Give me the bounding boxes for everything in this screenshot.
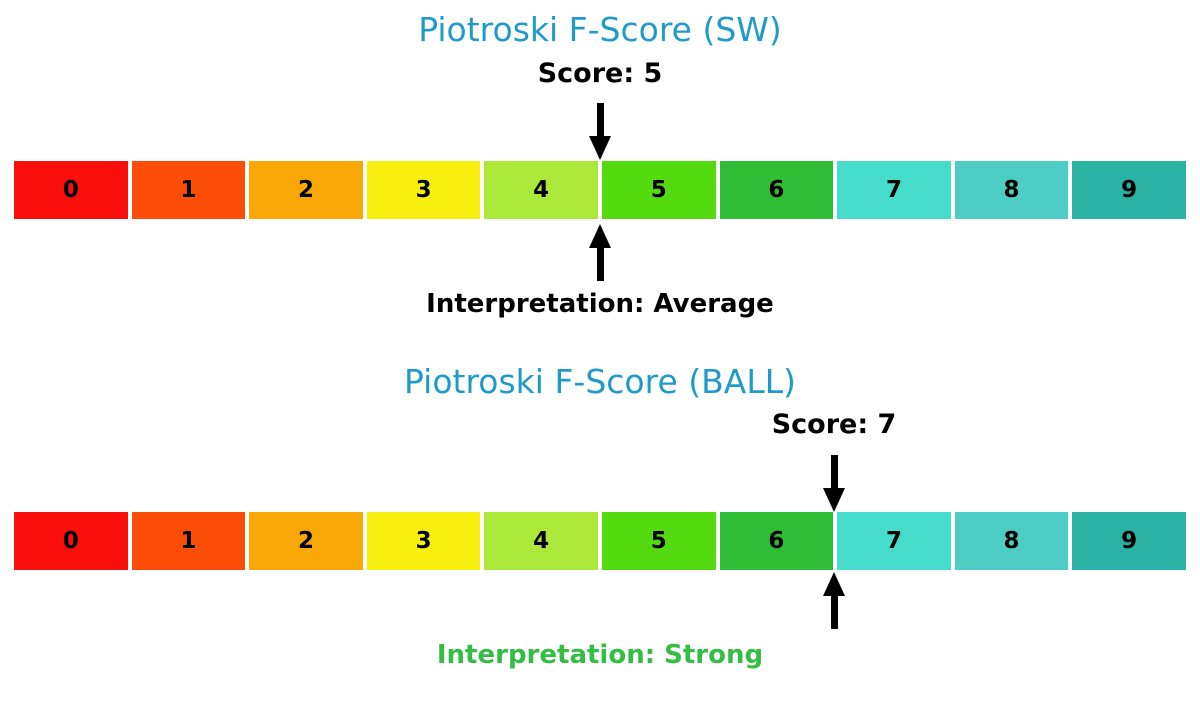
arrow-down-icon — [823, 488, 845, 512]
scale-cell-1: 1 — [131, 161, 246, 219]
scale-cell-8: 8 — [954, 512, 1069, 570]
arrow-up-icon — [823, 572, 845, 596]
scale-cell-6: 6 — [719, 161, 834, 219]
scale-cell-9: 9 — [1072, 512, 1186, 570]
scale-cell-2: 2 — [249, 512, 363, 570]
score-label-ball: Score: 7 — [771, 409, 897, 440]
arrow-shaft — [596, 248, 604, 281]
interpretation-label-ball: Interpretation: Strong — [436, 640, 764, 670]
scale-cell-7: 7 — [837, 161, 951, 219]
scale-cell-8: 8 — [954, 161, 1069, 219]
scale-cell-5: 5 — [601, 512, 716, 570]
fscore-scale-sw: 0 1 2 3 4 5 6 7 8 9 — [14, 161, 1186, 219]
scale-cell-2: 2 — [249, 161, 363, 219]
arrow-shaft — [830, 455, 838, 488]
interpretation-label-sw: Interpretation: Average — [426, 289, 774, 319]
scale-cell-0: 0 — [14, 512, 128, 570]
arrow-up-icon — [589, 224, 611, 248]
scale-cell-4: 4 — [484, 161, 598, 219]
interpretation-marker-arrow-up-ball — [823, 572, 845, 629]
score-marker-arrow-down-ball — [823, 455, 845, 512]
arrow-down-icon — [589, 136, 611, 160]
score-label-sw: Score: 5 — [537, 58, 663, 89]
scale-cell-9: 9 — [1072, 161, 1186, 219]
scale-cell-4: 4 — [484, 512, 598, 570]
scale-cell-0: 0 — [14, 161, 128, 219]
chart-title-sw: Piotroski F-Score (SW) — [418, 10, 782, 49]
arrow-shaft — [830, 596, 838, 629]
scale-cell-6: 6 — [719, 512, 834, 570]
score-marker-arrow-down-sw — [589, 103, 611, 160]
interpretation-marker-arrow-up-sw — [589, 224, 611, 281]
scale-cell-1: 1 — [131, 512, 246, 570]
scale-cell-5: 5 — [601, 161, 716, 219]
fscore-scale-ball: 0 1 2 3 4 5 6 7 8 9 — [14, 512, 1186, 570]
scale-cell-3: 3 — [366, 512, 481, 570]
scale-cell-7: 7 — [837, 512, 951, 570]
chart-title-ball: Piotroski F-Score (BALL) — [403, 362, 796, 401]
scale-cell-3: 3 — [366, 161, 481, 219]
arrow-shaft — [596, 103, 604, 136]
